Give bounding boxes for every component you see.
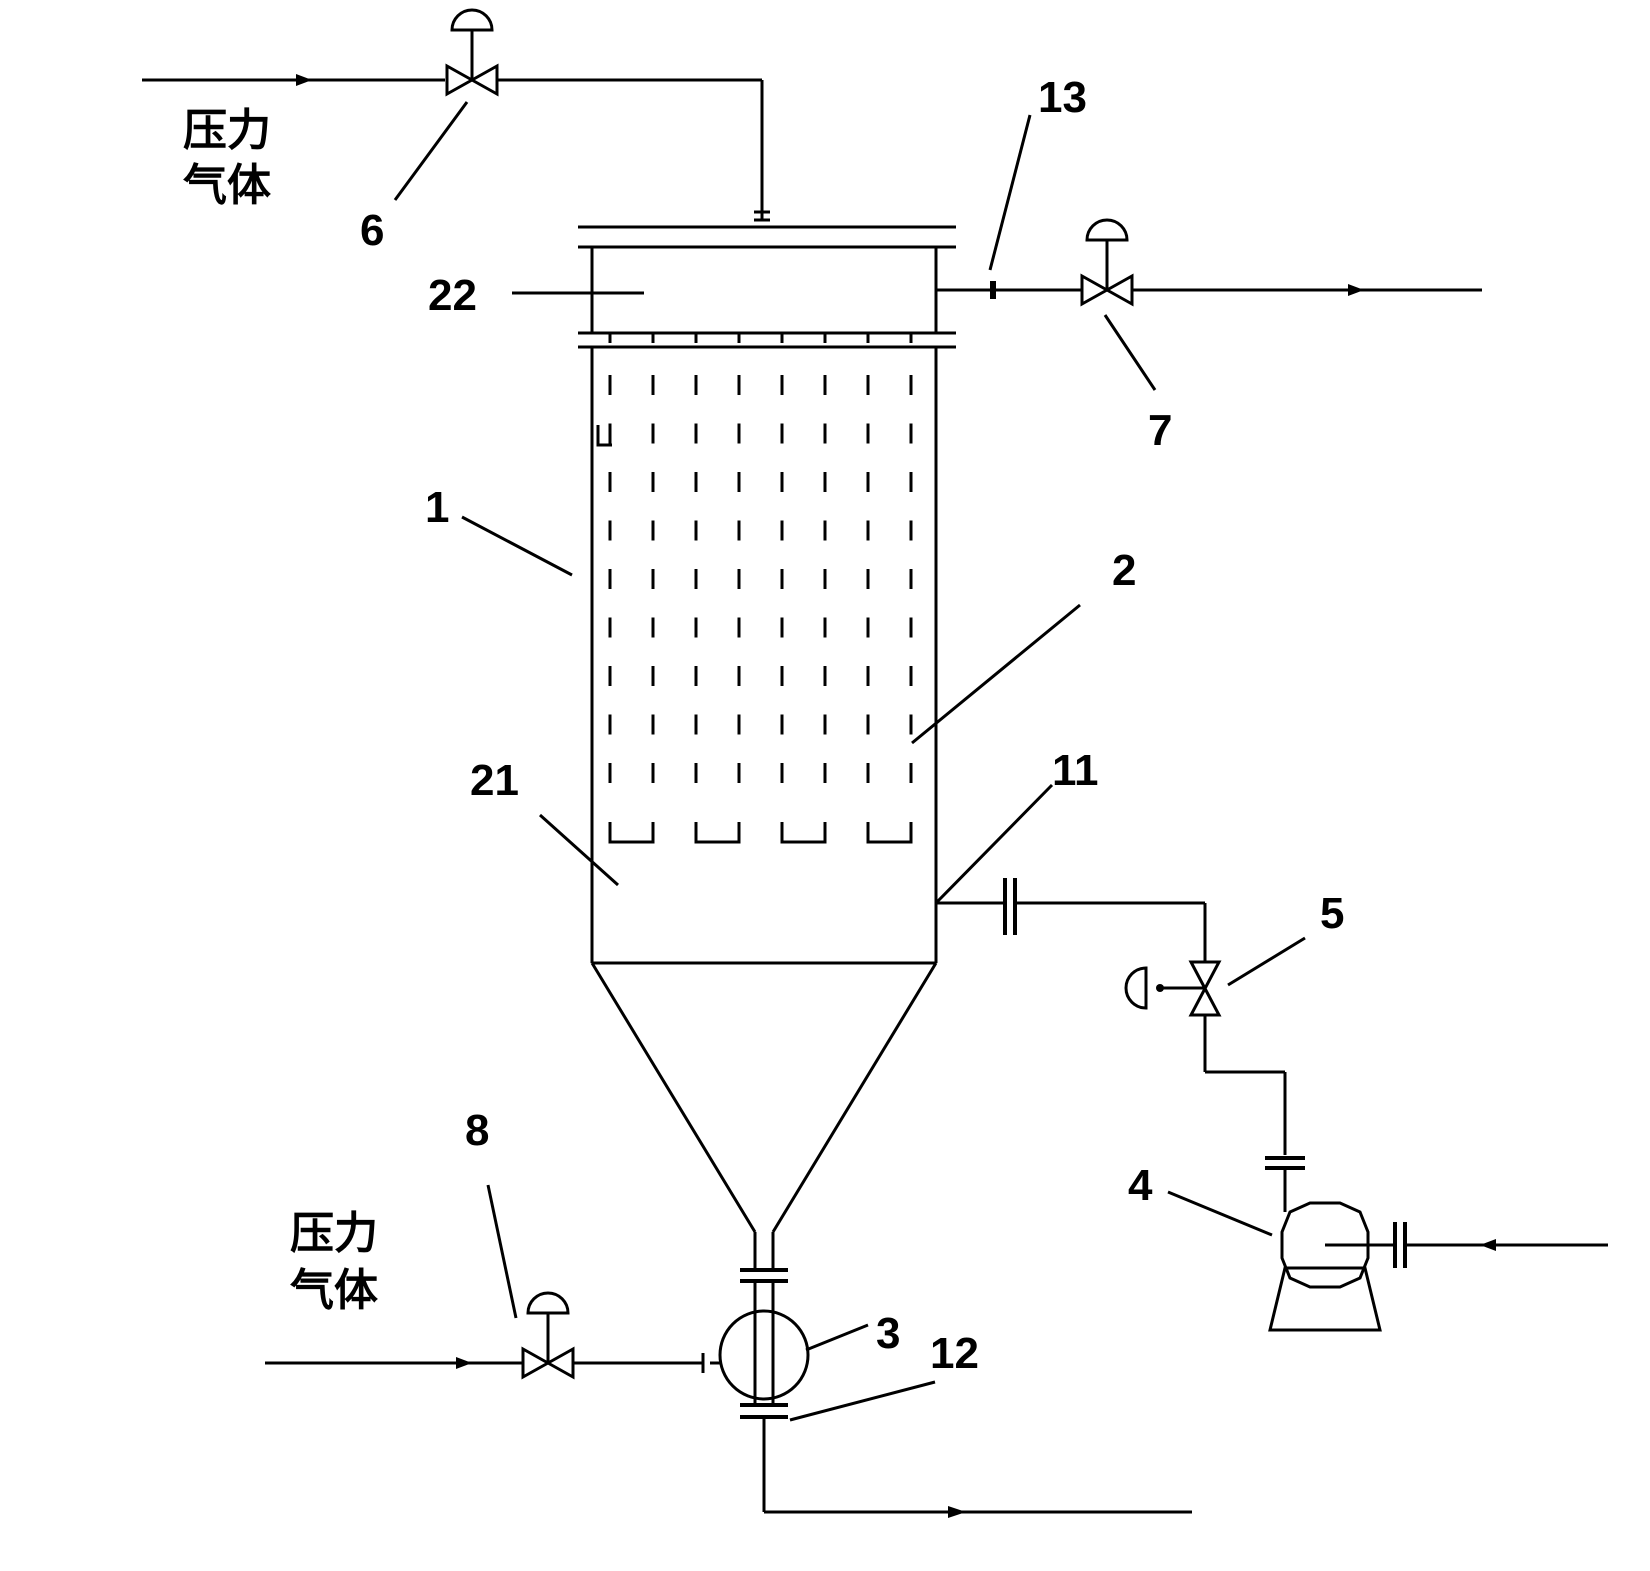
valve-6 (393, 8, 499, 201)
filter-element-hook (596, 425, 612, 447)
tube-sheet-ticks (608, 333, 913, 343)
rotary-valve-icon (718, 1309, 810, 1401)
label-2: 2 (1112, 546, 1136, 595)
leader-13 (988, 114, 1032, 271)
label-3: 3 (876, 1309, 900, 1358)
valve-icon (521, 1346, 575, 1380)
filter-element-bottom (694, 822, 741, 844)
actuator-icon (1124, 966, 1148, 1010)
gas-label-top-line2: 气体 (183, 160, 271, 211)
filter-element-bottom (866, 822, 913, 844)
label-11: 11 (1052, 746, 1099, 795)
actuator-icon (1085, 218, 1129, 242)
leader-2 (911, 603, 1081, 745)
flow-arrow-icon (948, 1506, 966, 1518)
label-4: 4 (1128, 1161, 1153, 1210)
label-21: 21 (470, 756, 519, 805)
label-7: 7 (1148, 406, 1172, 455)
valve-icon (1188, 960, 1222, 1017)
leader-1 (461, 515, 573, 577)
leader-11 (934, 783, 1054, 905)
label-22: 22 (428, 271, 477, 320)
pump-4 (1167, 1190, 1608, 1332)
pump-base-icon (1268, 1266, 1382, 1332)
gas-label-top-line1: 压力 (183, 105, 271, 156)
filter-elements (596, 375, 913, 844)
gas-label-bottom-line2: 气体 (290, 1265, 378, 1316)
flow-arrow-icon (456, 1357, 472, 1369)
bottom-gas-line (265, 1353, 720, 1373)
valve-icon (445, 63, 499, 97)
label-12: 12 (930, 1329, 979, 1378)
flow-arrow-icon (1348, 284, 1364, 296)
valve-5 (1124, 936, 1306, 1017)
flow-arrow-icon (296, 74, 312, 86)
filter-element-bottom (780, 822, 827, 844)
vessel-top (512, 225, 956, 349)
valve-8 (486, 1184, 575, 1380)
pump-icon (1280, 1201, 1370, 1289)
leader-21 (538, 813, 620, 887)
label-8: 8 (465, 1106, 489, 1155)
label-1: 1 (425, 483, 449, 532)
vessel-body (590, 347, 938, 1270)
label-13: 13 (1038, 73, 1087, 122)
valve-7 (1080, 218, 1157, 391)
filter-element-bottom (608, 822, 655, 844)
flow-arrow-icon (1480, 1239, 1496, 1251)
valve-icon (1080, 273, 1134, 307)
gas-label-bottom-line1: 压力 (290, 1208, 378, 1259)
feed-line (936, 878, 1305, 1212)
top-gas-line (142, 74, 770, 222)
label-6: 6 (360, 206, 384, 255)
discharge-valve-3 (718, 1268, 1192, 1518)
actuator-icon (450, 8, 494, 32)
label-5: 5 (1320, 889, 1344, 938)
outlet-line (936, 281, 1482, 299)
actuator-icon (526, 1291, 570, 1315)
